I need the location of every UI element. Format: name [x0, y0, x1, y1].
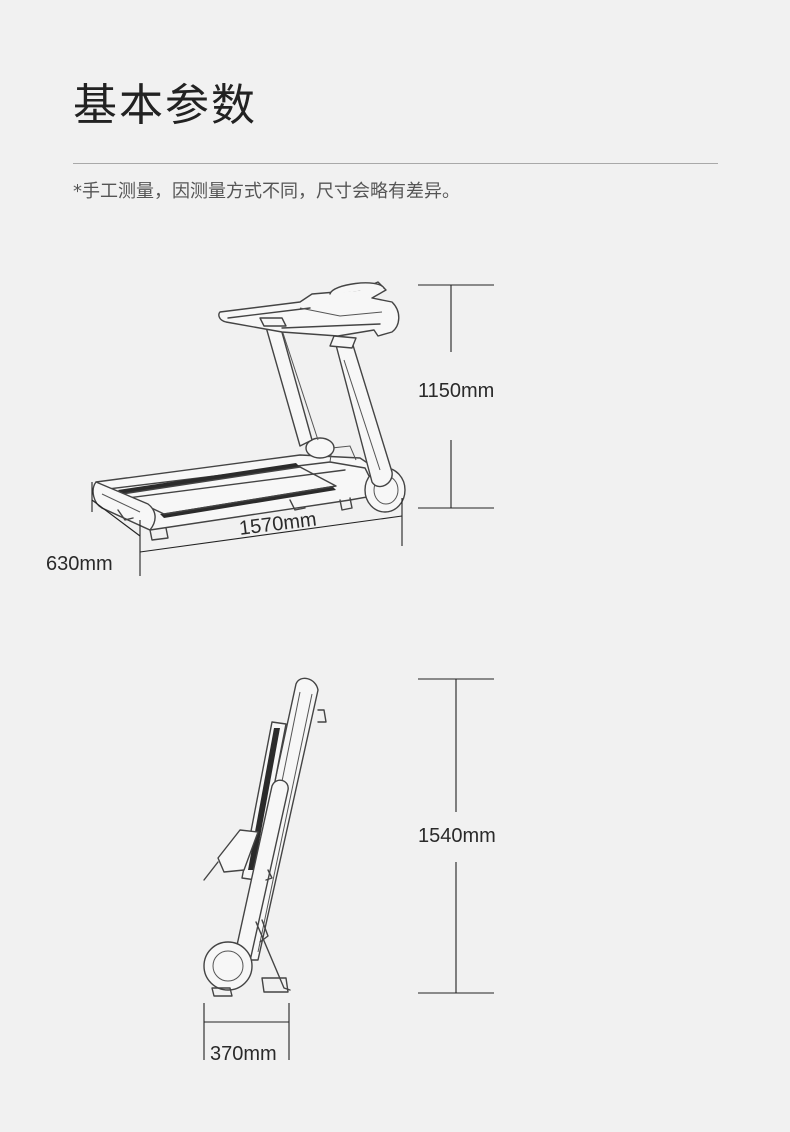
- treadmill-console: [218, 281, 400, 349]
- length-dimension-lines: [139, 498, 403, 553]
- folded-height-dimension-lines: [418, 678, 494, 994]
- folded-height-label: 1540mm: [418, 825, 496, 847]
- page-title: 基本参数: [73, 80, 257, 131]
- width-dimension-lines: [91, 482, 141, 576]
- treadmill-deck: [92, 445, 396, 541]
- width-label: 630mm: [46, 553, 113, 575]
- treadmill-folded-drawing: [203, 677, 327, 997]
- folded-depth-dimension-lines: [203, 1003, 290, 1060]
- measurement-note: *手工测量，因测量方式不同，尺寸会略有差异。: [73, 181, 460, 202]
- folded-depth-label: 370mm: [210, 1043, 277, 1065]
- title-divider: [73, 163, 718, 164]
- height-dimension-lines: [418, 284, 494, 509]
- height-label: 1150mm: [418, 380, 495, 402]
